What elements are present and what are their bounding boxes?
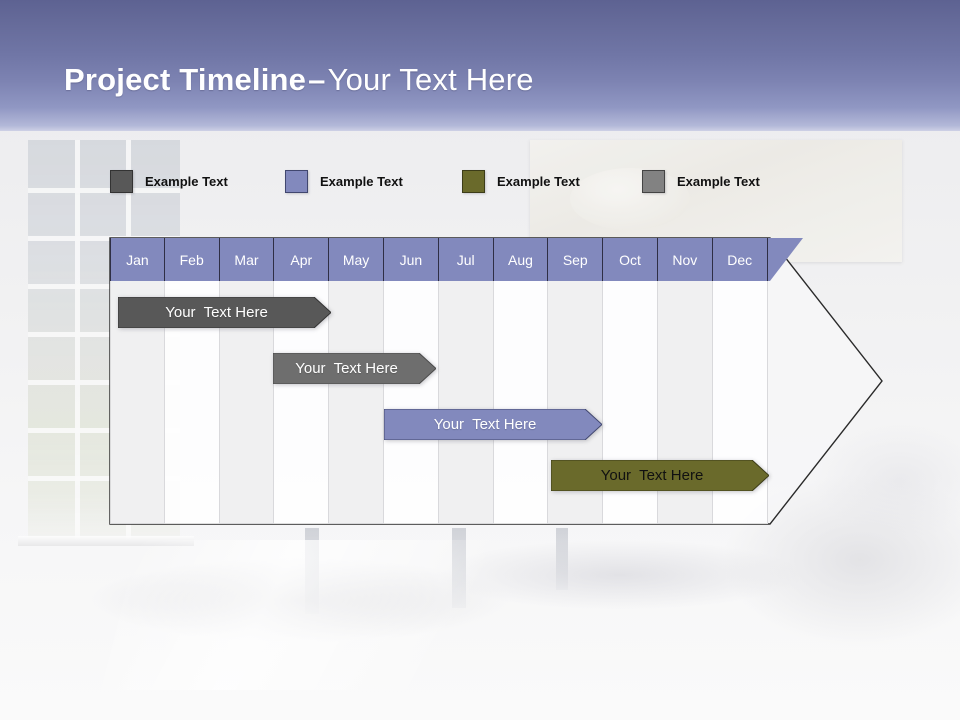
legend-label: Example Text [677, 173, 760, 189]
timeline-grid: Jan Feb Mar Apr May Jun Jul Aug Sep Oct … [109, 237, 884, 525]
task-bar-1[interactable]: Your Text Here [118, 297, 331, 328]
page-title-light: Your Text Here [327, 62, 534, 97]
legend-swatch-icon [642, 169, 665, 193]
task-bar-2-shape [273, 353, 436, 384]
month-cell-nov[interactable]: Nov [657, 238, 713, 281]
task-bar-3-label: Your Text Here [433, 416, 537, 433]
month-cell-jan[interactable]: Jan [110, 238, 165, 281]
month-cell-sep[interactable]: Sep [548, 238, 604, 281]
task-bar-2-label: Your Text Here [295, 360, 398, 377]
month-cell-apr[interactable]: Apr [274, 238, 330, 281]
task-bar-4[interactable]: Your Text Here [551, 460, 769, 491]
legend-item-1[interactable]: Example Text [110, 168, 228, 194]
timeline-chart: Jan Feb Mar Apr May Jun Jul Aug Sep Oct … [109, 237, 884, 525]
page-title-dash: – [308, 62, 326, 97]
legend-label: Example Text [497, 173, 580, 189]
month-cell-jun[interactable]: Jun [383, 238, 439, 281]
table-leg [556, 528, 568, 590]
legend-label: Example Text [145, 173, 228, 189]
task-bar-3[interactable]: Your Text Here [384, 409, 602, 440]
legend: Example Text Example Text Example Text E… [110, 168, 830, 198]
legend-item-3[interactable]: Example Text [462, 168, 580, 194]
month-cell-may[interactable]: May [329, 238, 384, 281]
timeline-column-jun [383, 281, 439, 524]
task-bar-4-shape [551, 460, 769, 491]
page-title-bold: Project Timeline [64, 62, 307, 97]
window-sill [18, 536, 194, 546]
legend-swatch-icon [462, 169, 485, 193]
month-cell-feb[interactable]: Feb [164, 238, 220, 281]
legend-item-2[interactable]: Example Text [285, 168, 403, 194]
page-title: Project Timeline–Your Text Here [64, 58, 534, 102]
legend-item-4[interactable]: Example Text [642, 168, 760, 194]
timeline-column-may [329, 281, 384, 524]
title-banner: Project Timeline–Your Text Here [0, 0, 960, 131]
legend-swatch-icon [110, 169, 133, 193]
timeline-column-aug [493, 281, 549, 524]
task-bar-1-label: Your Text Here [165, 304, 268, 321]
month-cell-mar[interactable]: Mar [219, 238, 275, 281]
legend-swatch-icon [285, 169, 308, 193]
task-bar-4-label: Your Text Here [600, 467, 704, 484]
month-cell-oct[interactable]: Oct [603, 238, 658, 281]
timeline-month-header: Jan Feb Mar Apr May Jun Jul Aug Sep Oct … [110, 238, 768, 281]
task-bar-2[interactable]: Your Text Here [273, 353, 436, 384]
month-cell-aug[interactable]: Aug [493, 238, 549, 281]
task-bar-1-shape [118, 297, 331, 328]
floor-light-streak [101, 540, 559, 690]
month-cell-jul[interactable]: Jul [438, 238, 494, 281]
month-cell-dec[interactable]: Dec [712, 238, 768, 281]
timeline-column-jul [438, 281, 494, 524]
legend-label: Example Text [320, 173, 403, 189]
task-bar-3-shape [384, 409, 602, 440]
